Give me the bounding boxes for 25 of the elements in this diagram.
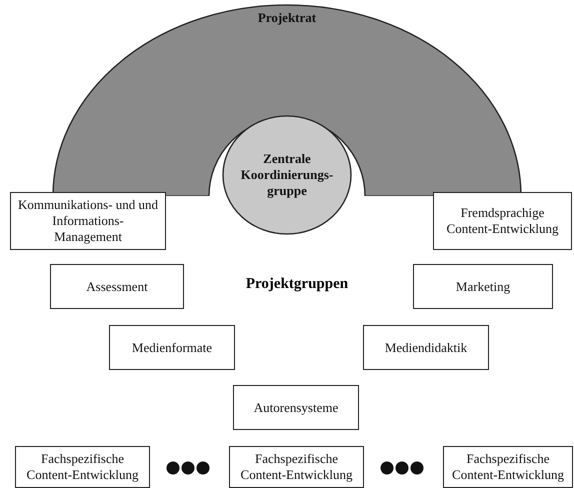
group-box	[363, 325, 489, 370]
node-text: Kommunikations- und und Informations- Management	[17, 197, 159, 245]
group-box	[15, 446, 150, 488]
group-box	[233, 385, 359, 430]
node-text: Autorensysteme	[254, 400, 338, 416]
group-box	[10, 192, 166, 250]
coordination-circle	[222, 115, 352, 235]
node-text: Fachspezifische Content-Entwicklung	[26, 451, 140, 483]
node-text: Projektrat	[258, 10, 316, 26]
group-box	[229, 446, 364, 488]
group-box	[413, 264, 553, 309]
node-text: Fremdsprachige Content-Entwicklung	[446, 205, 560, 237]
council-arch	[52, 4, 522, 196]
node-text: Assessment	[86, 278, 148, 294]
group-box	[50, 264, 184, 309]
node-text: Medienformate	[132, 340, 212, 356]
group-box	[443, 446, 573, 488]
node-text: Fachspezifische Content-Entwicklung	[451, 451, 565, 483]
group-box	[433, 192, 572, 250]
section-heading: Projektgruppen	[244, 276, 350, 293]
node-text: Marketing	[456, 278, 510, 294]
group-box	[109, 325, 235, 370]
node-text: Fachspezifische Content-Entwicklung	[240, 451, 354, 483]
node-text: Mediendidaktik	[384, 340, 468, 356]
node-text: Zentrale Koordinierungs-gruppe	[240, 151, 334, 199]
